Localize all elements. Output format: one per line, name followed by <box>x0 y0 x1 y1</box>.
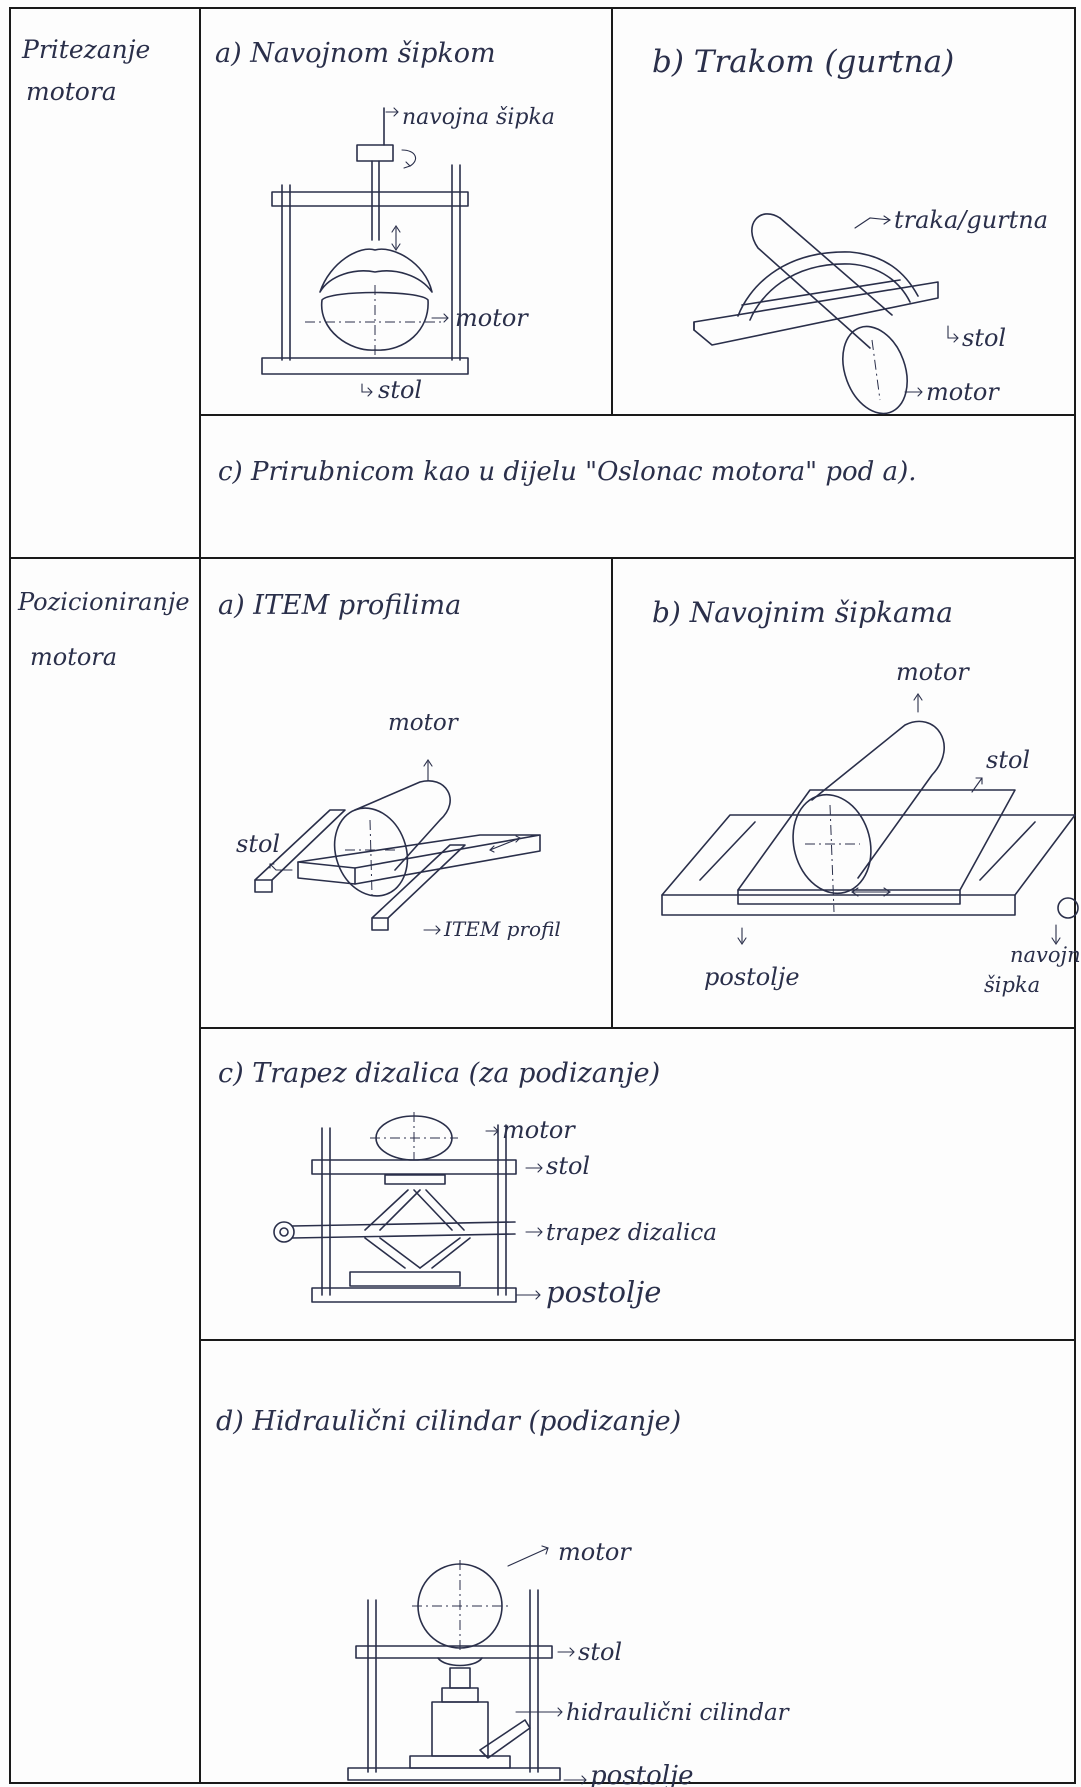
drawing-item-profiles <box>254 759 541 935</box>
option-2a: a) ITEM profilima motor stol ITEM profil <box>218 590 561 941</box>
drawing-strap-clamp <box>693 213 959 415</box>
label-1a-motor: motor <box>455 304 529 332</box>
label-2b-threaded-rod-line-1: navojna <box>1010 943 1081 967</box>
label-1a-threaded-rod: navojna šipka <box>402 105 555 130</box>
label-2a-item-profile: ITEM profil <box>443 917 561 941</box>
option-2c-caption: c) Trapez dizalica (za podizanje) <box>218 1058 660 1089</box>
drawing-hydraulic-cylinder <box>347 1545 587 1785</box>
label-2c-table: stol <box>546 1152 590 1180</box>
label-2d-hydraulic-cylinder: hidraulični cilindar <box>566 1700 791 1726</box>
label-1a-table: stol <box>378 376 422 404</box>
option-1a-caption: a) Navojnom šipkom <box>215 38 496 69</box>
option-1b: b) Trakom (gurtna) traka/gurtna stol mot… <box>652 44 1048 415</box>
option-2b: b) Navojnim šipkama motor stol postolje … <box>652 596 1081 997</box>
label-2a-motor: motor <box>388 710 460 736</box>
option-2d-caption: d) Hidraulični cilindar (podizanje) <box>216 1406 681 1437</box>
label-1b-strap: traka/gurtna <box>894 206 1048 234</box>
label-2c-scissor-jack: trapez dizalica <box>546 1220 717 1246</box>
section-2-title-line-2: motora <box>30 643 117 671</box>
label-2b-threaded-rod-line-2: šipka <box>984 973 1040 997</box>
label-1b-motor: motor <box>926 378 1000 406</box>
option-2b-caption: b) Navojnim šipkama <box>652 596 953 629</box>
label-1b-table: stol <box>962 324 1006 352</box>
label-2d-motor: motor <box>558 1538 632 1566</box>
option-2d: d) Hidraulični cilindar (podizanje) moto… <box>216 1406 791 1787</box>
label-2c-base: postolje <box>546 1275 661 1309</box>
label-2b-table: stol <box>986 746 1030 774</box>
section-1-title-line-1: Pritezanje <box>21 35 150 64</box>
label-2a-table: stol <box>236 830 280 858</box>
option-1a: a) Navojnom šipkom navojna šipka motor s… <box>215 38 555 404</box>
option-2a-caption: a) ITEM profilima <box>218 590 461 621</box>
label-2d-table: stol <box>578 1638 622 1666</box>
drawing-scissor-jack <box>273 1112 543 1303</box>
option-1c-caption: c) Prirubnicom kao u dijelu "Oslonac mot… <box>218 457 916 487</box>
section-1-title-line-2: motora <box>26 77 117 106</box>
table-grid <box>9 7 1076 1784</box>
label-2b-motor: motor <box>896 658 970 686</box>
option-2c: c) Trapez dizalica (za podizanje) <box>218 1058 717 1309</box>
label-2b-base: postolje <box>704 963 800 991</box>
drawing-threaded-rod-clamp <box>261 107 469 397</box>
label-2c-motor: motor <box>502 1116 576 1144</box>
section-2-title-line-1: Pozicioniranje <box>17 588 190 616</box>
label-2d-base: postolje <box>590 1761 694 1787</box>
option-1b-caption: b) Trakom (gurtna) <box>652 44 954 80</box>
drawing-threaded-rods-base <box>661 693 1079 945</box>
